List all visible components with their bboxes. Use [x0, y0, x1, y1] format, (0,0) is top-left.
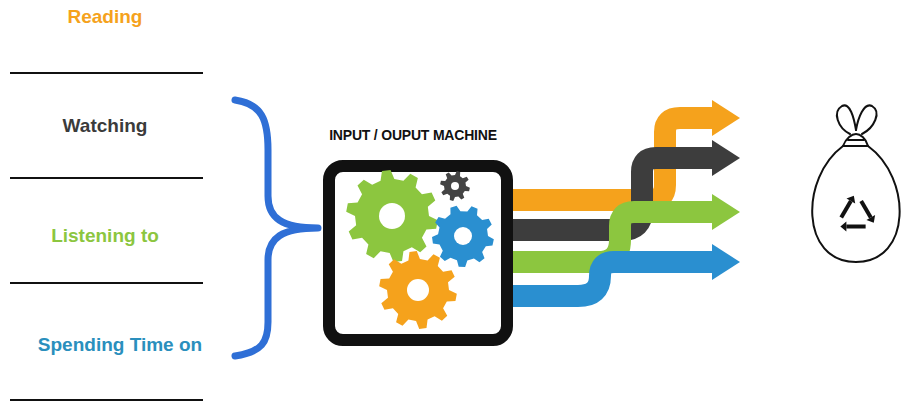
bag-body [812, 146, 899, 262]
gear-body [432, 206, 494, 267]
gear-hole [407, 279, 429, 301]
arrow-head [712, 100, 740, 136]
recycle-arrow-head [866, 215, 875, 223]
input-label: Spending Time on [38, 334, 202, 356]
machine-title: INPUT / OUPUT MACHINE [306, 127, 520, 143]
gear-body [379, 251, 457, 329]
gear [432, 206, 494, 267]
separator-line [10, 177, 203, 179]
recycle-arrow-head [840, 222, 846, 232]
recycle-arrow [846, 225, 865, 229]
recycle-arrow [861, 201, 871, 218]
bag-tie [848, 139, 864, 141]
curly-brace [235, 100, 318, 356]
gear-hole [454, 227, 472, 245]
input-label: Watching [63, 115, 148, 137]
arrow-head [712, 194, 740, 230]
input-label: Listening to [51, 225, 159, 247]
machine-box [329, 166, 507, 340]
recycle-arrow [841, 201, 851, 218]
machine-node: INPUT / OUPUT MACHINE [306, 127, 520, 143]
separator-lines [10, 73, 203, 400]
blue-ribbon [512, 262, 714, 296]
gear-body [440, 171, 470, 201]
arrow-head [712, 244, 740, 280]
gear-body [346, 170, 438, 262]
separator-line [10, 399, 203, 401]
bag-neck [843, 134, 868, 146]
bag-ear [837, 105, 856, 134]
recycle-bag [812, 105, 899, 262]
gear [440, 171, 470, 201]
separator-line [10, 72, 203, 74]
separator-line [10, 282, 203, 284]
input-label: Reading [68, 6, 143, 28]
gear-hole [379, 203, 405, 229]
gears [346, 170, 494, 329]
bag-ear [856, 105, 877, 134]
arrow-head [712, 140, 740, 176]
recycle-arrow-head [847, 196, 856, 204]
gear [379, 251, 457, 329]
ribbon-heads [712, 100, 740, 280]
output-ribbons [512, 118, 714, 296]
gear [346, 170, 438, 262]
gear-hole [451, 182, 459, 190]
recycle-symbol [840, 196, 875, 232]
